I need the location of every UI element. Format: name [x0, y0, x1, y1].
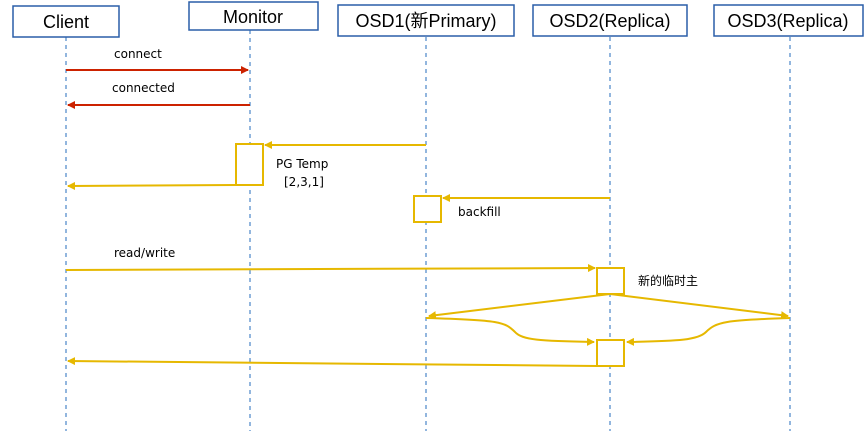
- activation-box-osd2-commit: [596, 339, 625, 367]
- message-monitor-to-client: [67, 181, 237, 190]
- temp-primary-label: 新的临时主: [638, 273, 698, 288]
- participant-monitor: Monitor: [188, 1, 319, 31]
- pg-temp-label: PG Temp: [276, 157, 328, 171]
- message-replicate-to-osd3: [609, 293, 789, 320]
- participant-osd1-label: OSD1(新Primary): [355, 11, 496, 31]
- message-connect: connect: [66, 47, 249, 74]
- participant-client: Client: [12, 5, 120, 38]
- message-ack-osd1-to-osd2: [425, 317, 595, 346]
- message-ack-osd3-to-osd2: [626, 317, 791, 346]
- connect-label: connect: [114, 47, 162, 61]
- backfill-label: backfill: [458, 205, 501, 219]
- connected-label: connected: [112, 81, 175, 95]
- participant-headers: Client Monitor OSD1(新Primary) OSD2(Repli…: [12, 1, 864, 38]
- message-connected: connected: [67, 81, 250, 109]
- activation-box-monitor: [235, 143, 264, 186]
- read-write-label: read/write: [114, 246, 175, 260]
- pg-temp-set-label: [2,3,1]: [284, 175, 324, 189]
- message-read-write: read/write: [65, 246, 596, 273]
- message-replicate-to-osd1: [428, 293, 611, 320]
- participant-client-label: Client: [43, 12, 89, 32]
- message-reply-to-client: [67, 357, 598, 367]
- participant-osd2: OSD2(Replica): [532, 4, 688, 37]
- pg-temp-annotation: PG Temp [2,3,1]: [276, 157, 328, 189]
- activation-box-osd1: [413, 195, 442, 223]
- participant-osd2-label: OSD2(Replica): [549, 11, 670, 31]
- participant-osd1: OSD1(新Primary): [337, 4, 515, 37]
- participant-monitor-label: Monitor: [223, 7, 283, 27]
- participant-osd3-label: OSD3(Replica): [727, 11, 848, 31]
- activation-box-osd2-temp-primary: [596, 267, 625, 295]
- participant-osd3: OSD3(Replica): [713, 4, 864, 37]
